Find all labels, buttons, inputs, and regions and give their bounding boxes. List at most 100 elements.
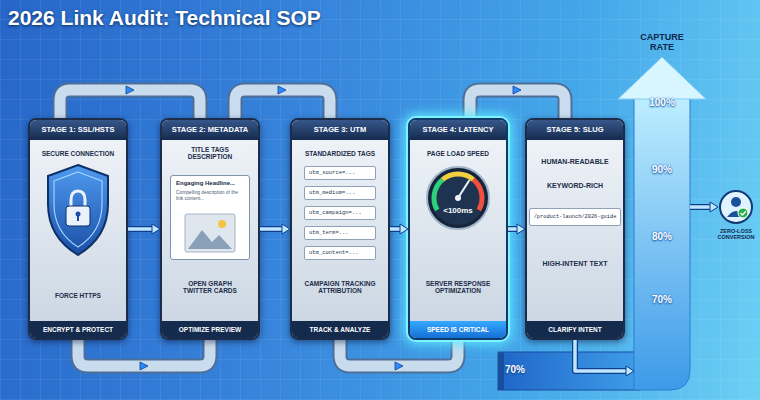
arrow-head: [282, 224, 290, 234]
conversion-circle: ZERO-LOSS CONVERSION: [718, 189, 754, 225]
keyhole: [77, 215, 79, 221]
stage-footer: TRACK & ANALYZE: [292, 321, 388, 338]
connector-line: [690, 205, 710, 209]
stage-text: KEYWORD-RICH: [527, 182, 623, 190]
stage-card: STAGE 2: METADATATITLE TAGS DESCRIPTIONO…: [160, 118, 260, 340]
stage-card: STAGE 4: LATENCY PAGE LOAD SPEED SERVER RE…: [408, 118, 508, 340]
stage-footer: SPEED IS CRITICAL: [410, 321, 506, 338]
percent-label: 70%: [505, 364, 565, 376]
stage-heading: STAGE 1: SSL/HSTS: [30, 120, 126, 140]
gauge-value: <100ms: [426, 206, 490, 215]
pipe: [470, 90, 565, 118]
stage-text: STANDARDIZED TAGS: [292, 150, 388, 157]
flow-chevron: [140, 362, 148, 370]
gauge-arc: [434, 180, 443, 210]
gauge-outline: [427, 167, 489, 229]
flow-chevron: [395, 362, 403, 370]
pipe: [340, 340, 458, 366]
connector-outline: [508, 226, 517, 232]
gauge-face: [431, 171, 485, 225]
utm-field: utm_campaign=...: [304, 206, 376, 220]
shield-icon: [48, 165, 108, 255]
capture-arrow: CAPTURE RATE100%90%80%70%: [634, 95, 690, 390]
preview-card: Engaging Headline...Compelling descripti…: [170, 175, 250, 260]
utm-parameter: utm_content=...: [309, 247, 375, 259]
gauge-arc: [443, 174, 474, 180]
stage-heading: STAGE 2: METADATA: [162, 120, 258, 140]
utm-parameter: utm_term=...: [309, 227, 375, 239]
stage-text: SERVER RESPONSE OPTIMIZATION: [418, 280, 498, 295]
pipe: [60, 90, 200, 118]
connector-line: [575, 340, 626, 371]
pipe-end: [498, 352, 504, 390]
percent-value: 100%: [634, 97, 690, 109]
utm-field: utm_source=...: [304, 166, 376, 180]
pipe: [340, 340, 458, 366]
flow-connector: [690, 202, 718, 212]
arrow-head: [710, 202, 718, 212]
slug-path: /product-launch/2026-guide: [530, 209, 620, 225]
stage-text: CAMPAIGN TRACKING ATTRIBUTION: [300, 280, 380, 295]
keyhole: [76, 212, 81, 217]
pipe-outline: [60, 90, 565, 366]
lock-shackle: [71, 191, 85, 207]
image-placeholder: [185, 214, 235, 252]
image-sun: [218, 220, 226, 228]
utm-field: utm_content=...: [304, 246, 376, 260]
circle-outline: [720, 191, 752, 223]
stage-text: SECURE CONNECTION: [30, 150, 126, 157]
utm-field: utm_medium=...: [304, 186, 376, 200]
stage-heading: STAGE 4: LATENCY: [410, 120, 506, 140]
stage-text: OPEN GRAPH TWITTER CARDS: [180, 280, 240, 295]
connector-outline: [128, 226, 152, 232]
stage-text: PAGE LOAD SPEED: [410, 150, 506, 157]
connector-outline: [390, 226, 400, 232]
connector-outline: [575, 340, 626, 371]
gauge-arc: [473, 180, 482, 210]
utm-field: utm_term=...: [304, 226, 376, 240]
check-badge: [738, 208, 748, 218]
conversion-label: ZERO-LOSS CONVERSION: [710, 228, 760, 240]
image-mountain: [188, 230, 232, 249]
capture-pipe: [498, 352, 640, 390]
connector-line: [508, 227, 517, 231]
capture-arrowhead: [618, 57, 706, 99]
flow-connector: [508, 224, 525, 234]
lock-body: [66, 206, 90, 226]
stage-text: HIGH-INTENT TEXT: [527, 260, 623, 268]
connector-line: [390, 227, 400, 231]
stage-footer: ENCRYPT & PROTECT: [30, 321, 126, 338]
connector-outline: [690, 204, 710, 210]
stage-heading: STAGE 3: UTM: [292, 120, 388, 140]
stage-card: STAGE 1: SSL/HSTS SECURE CONNECTION FORCE …: [28, 118, 128, 340]
gauge-needle: [458, 181, 469, 198]
pipe-body: [60, 90, 565, 366]
pipe: [235, 90, 330, 118]
connector-line: [128, 227, 152, 231]
percent-value: 70%: [634, 294, 690, 306]
speed-gauge: <100ms: [426, 166, 490, 230]
pipe: [60, 90, 200, 118]
preview-headline: Engaging Headline...: [176, 180, 246, 187]
flow-connector: [390, 224, 408, 234]
gauge-dial: [426, 166, 490, 230]
stage-footer: CLARIFY INTENT: [527, 321, 623, 338]
arrow-head: [152, 224, 160, 234]
percent-value: 80%: [634, 231, 690, 243]
gauge-hub: [455, 195, 461, 201]
capture-arrow-shape: [634, 95, 690, 390]
flow-chevron: [126, 86, 134, 94]
person-head: [731, 197, 741, 207]
connector-line: [260, 227, 282, 231]
pipe: [470, 90, 565, 118]
stage-heading: STAGE 5: SLUG: [527, 120, 623, 140]
capture-shaft: [634, 95, 690, 390]
stage-text: HUMAN-READABLE: [527, 158, 623, 166]
conversion-icon: [718, 189, 754, 225]
slug-field: /product-launch/2026-guide: [529, 208, 621, 226]
pipe: [235, 90, 330, 118]
percent-value: 90%: [634, 164, 690, 176]
stage-text: FORCE HTTPS: [30, 292, 126, 299]
flow-chevron: [278, 86, 286, 94]
